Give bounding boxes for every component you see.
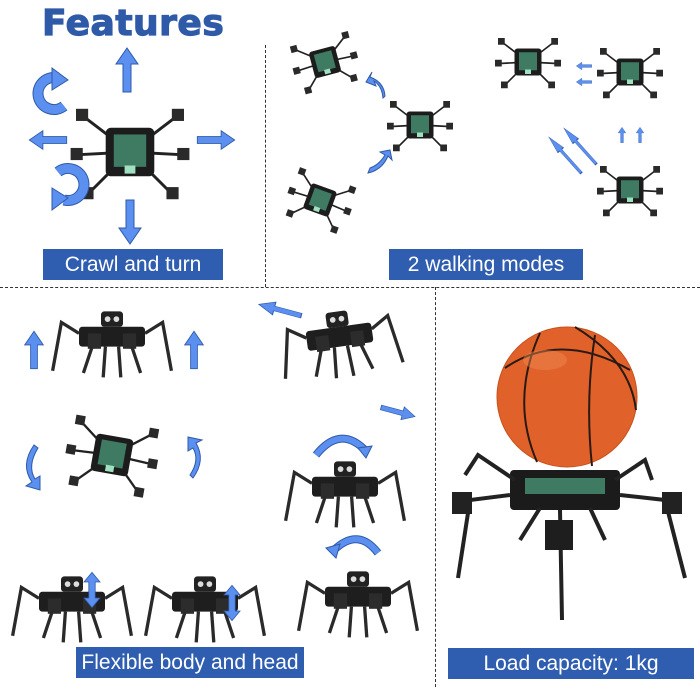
curved-arrow-icon xyxy=(367,149,393,174)
arrow-diagonal-icon xyxy=(560,125,600,167)
arrow-right-icon xyxy=(378,400,418,424)
flex-robot-raise xyxy=(50,309,174,380)
page-title: Features xyxy=(41,2,225,44)
rotate-left-icon xyxy=(24,444,41,491)
label-load-capacity: Load capacity: 1kg xyxy=(448,648,694,679)
walking-robot-4 xyxy=(494,37,562,90)
divider-vertical-bottom xyxy=(435,287,436,687)
walking-robot-6 xyxy=(596,165,664,218)
arrow-left-icon xyxy=(28,130,68,150)
arrow-up-icon xyxy=(635,127,645,143)
flex-robot-head-left xyxy=(296,569,420,640)
arrow-left-icon xyxy=(576,61,592,71)
arrow-right-icon xyxy=(196,130,236,150)
arrow-down-icon xyxy=(118,199,142,245)
divider-vertical-top xyxy=(265,45,266,287)
arrow-up-icon xyxy=(115,47,139,93)
rotate-right-icon xyxy=(187,436,204,479)
label-flexible-body-head: Flexible body and head xyxy=(76,647,304,678)
flex-robot-body-down xyxy=(143,574,267,645)
arrow-left-icon xyxy=(256,297,304,323)
walking-robot-1 xyxy=(286,29,365,97)
walking-robot-2 xyxy=(386,100,454,153)
label-crawl-and-turn: Crawl and turn xyxy=(43,249,223,280)
arrow-up-icon xyxy=(24,330,44,370)
label-walking-modes: 2 walking modes xyxy=(389,249,583,280)
flex-robot-rotate xyxy=(58,412,165,501)
arrow-up-icon xyxy=(184,330,204,370)
arrow-left-icon xyxy=(576,77,592,87)
curved-arrow-icon xyxy=(365,71,386,100)
walking-robot-5 xyxy=(596,47,664,100)
basketball xyxy=(496,326,638,468)
arrow-up-icon xyxy=(617,127,627,143)
walking-robot-3 xyxy=(279,165,361,237)
arrow-diagonal-icon xyxy=(545,134,585,176)
head-turn-left-icon xyxy=(325,535,382,559)
flex-robot-body-up xyxy=(10,574,134,645)
rotate-clockwise-icon xyxy=(32,67,69,115)
divider-horizontal xyxy=(0,287,700,288)
head-turn-right-icon xyxy=(312,434,373,459)
flex-robot-head-right xyxy=(283,459,407,530)
load-robot xyxy=(452,452,687,621)
rotate-counterclockwise-icon xyxy=(51,163,90,211)
